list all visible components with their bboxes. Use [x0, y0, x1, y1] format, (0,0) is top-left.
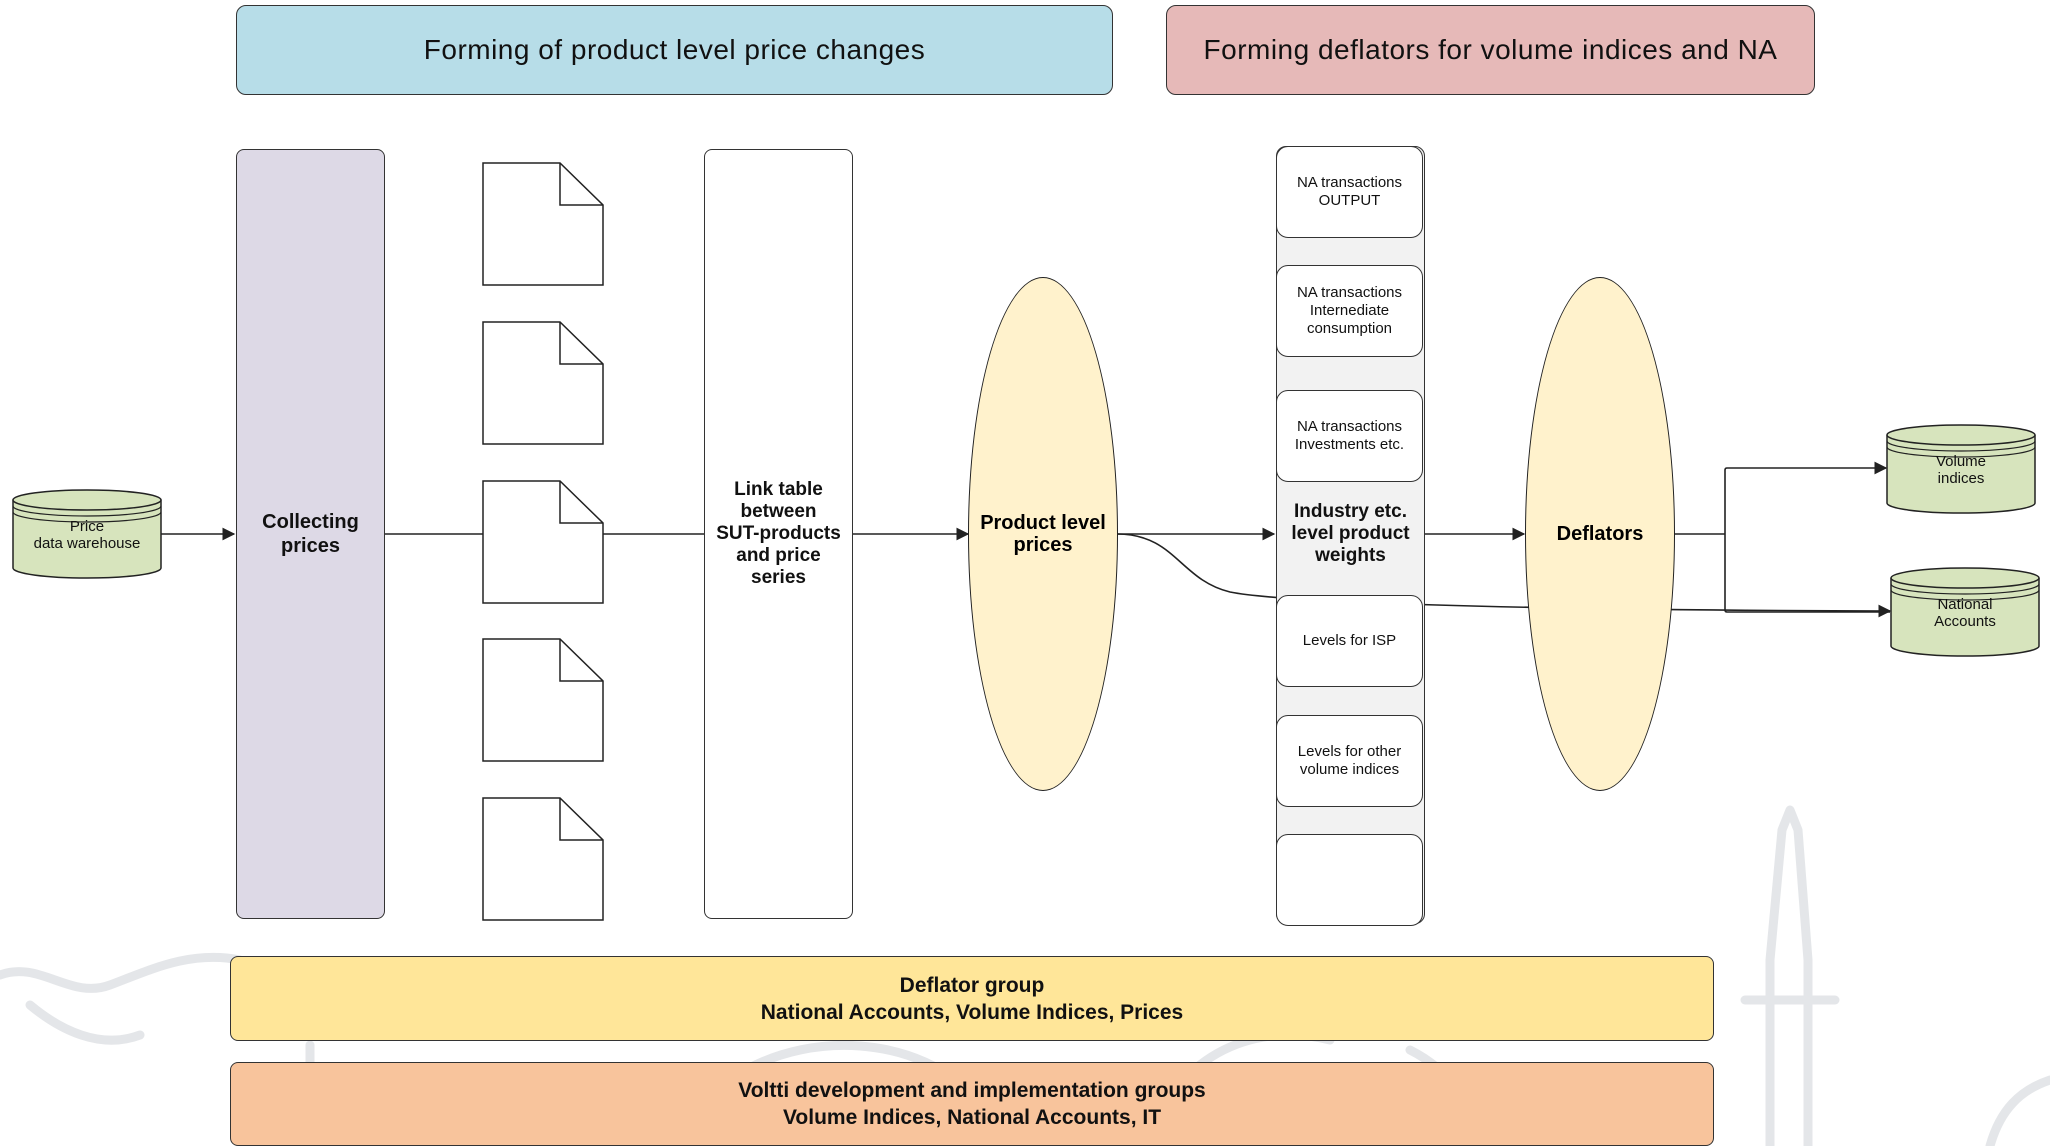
- deflators-ellipse: Deflators: [1525, 277, 1675, 791]
- collecting-prices-box: Collecting prices: [236, 149, 385, 919]
- collecting-prices-label: Collecting prices: [262, 511, 359, 557]
- database-icon: [1886, 424, 2036, 514]
- stack-item-empty: [1276, 834, 1423, 926]
- database-icon: [1890, 567, 2040, 657]
- voltti-groups-title: Voltti development and implementation gr…: [738, 1079, 1206, 1102]
- database-icon: [12, 489, 162, 579]
- stack-item-levels-isp: Levels for ISP: [1276, 595, 1423, 687]
- deflators-label: Deflators: [1556, 523, 1644, 545]
- document-icon: [482, 162, 604, 286]
- stack-item-na-investments: NA transactions Investments etc.: [1276, 390, 1423, 482]
- volume-indices-database: Volume indices: [1886, 423, 2036, 515]
- price-data-warehouse-label: Price data warehouse: [33, 518, 141, 552]
- national-accounts-label: National Accounts: [1934, 596, 1996, 630]
- national-accounts-database: National Accounts: [1890, 566, 2040, 658]
- banner-deflators-label: Forming deflators for volume indices and…: [1203, 34, 1778, 65]
- document-icon: [482, 321, 604, 445]
- volume-indices-label: Volume indices: [1935, 453, 1987, 487]
- document-icon: [482, 480, 604, 604]
- product-level-prices-ellipse: Product level prices: [968, 277, 1118, 791]
- industry-weights-label: Industry etc. level product weights: [1291, 501, 1410, 566]
- deflator-group-members: National Accounts, Volume Indices, Price…: [760, 1000, 1184, 1024]
- banner-product-level-label: Forming of product level price changes: [423, 34, 926, 65]
- deflator-group-title: Deflator group: [899, 973, 1045, 997]
- document-icon: [482, 638, 604, 762]
- link-table-label: Link table between SUT-products and pric…: [716, 479, 841, 588]
- stack-item-levels-other-volume: Levels for other volume indices: [1276, 715, 1423, 807]
- product-level-prices-label: Product level prices: [980, 512, 1106, 556]
- deflator-group-bar: Deflator group National Accounts, Volume…: [230, 956, 1714, 1041]
- link-table-box: Link table between SUT-products and pric…: [704, 149, 853, 919]
- stack-item-na-intermediate: NA transactions Internediate consumption: [1276, 265, 1423, 357]
- voltti-groups-bar: Voltti development and implementation gr…: [230, 1062, 1714, 1146]
- price-data-warehouse-database: Price data warehouse: [12, 488, 162, 580]
- banner-product-level-price-changes: Forming of product level price changes: [236, 5, 1113, 95]
- banner-deflators-volume-na: Forming deflators for volume indices and…: [1166, 5, 1815, 95]
- document-icon: [482, 797, 604, 921]
- stack-item-na-output: NA transactions OUTPUT: [1276, 146, 1423, 238]
- voltti-groups-members: Volume Indices, National Accounts, IT: [782, 1106, 1162, 1129]
